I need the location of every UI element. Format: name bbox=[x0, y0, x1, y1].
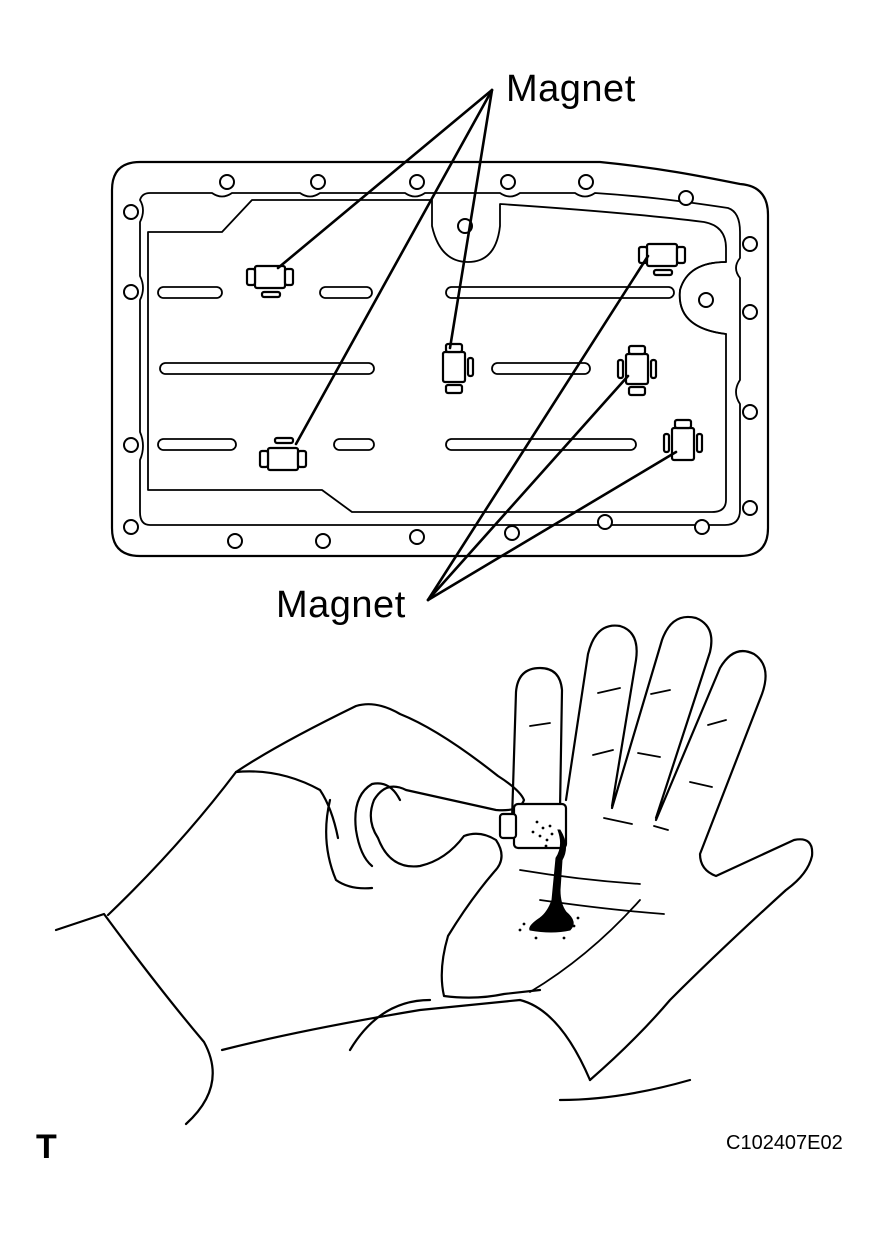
oil-pan-drain-boss bbox=[678, 261, 727, 335]
pan-rib bbox=[445, 286, 675, 299]
magnet-label-top: Magnet bbox=[506, 68, 636, 110]
leader-top-3 bbox=[448, 88, 494, 350]
leader-top-1 bbox=[276, 88, 494, 270]
bolt-hole bbox=[123, 519, 139, 535]
corner-mark: T bbox=[36, 1128, 57, 1166]
pan-rib bbox=[333, 438, 375, 451]
bolt-hole bbox=[227, 533, 243, 549]
leader-top-2 bbox=[294, 88, 494, 446]
bolt-hole bbox=[123, 437, 139, 453]
bolt-hole bbox=[742, 236, 758, 252]
hands-illustration bbox=[54, 615, 814, 1126]
sleeve-left bbox=[54, 912, 214, 1126]
magnet-right-middle bbox=[616, 344, 658, 397]
pan-rib bbox=[159, 362, 375, 375]
pan-rib bbox=[319, 286, 373, 299]
sleeve-cuff bbox=[220, 998, 692, 1102]
magnet-center bbox=[441, 342, 475, 395]
bolt-hole bbox=[742, 500, 758, 516]
oil-pan bbox=[110, 160, 770, 558]
leader-lines bbox=[276, 88, 678, 602]
pan-rib bbox=[445, 438, 637, 451]
holding-hand-fingers bbox=[234, 770, 402, 890]
bolt-hole bbox=[694, 519, 710, 535]
bolt-hole bbox=[315, 533, 331, 549]
bolt-hole bbox=[409, 529, 425, 545]
figure-code: C102407E02 bbox=[726, 1132, 843, 1154]
bolt-hole bbox=[123, 284, 139, 300]
magnet-lower-right bbox=[662, 418, 704, 462]
leader-bottom-2 bbox=[426, 374, 630, 602]
pan-rib bbox=[491, 362, 591, 375]
open-palm bbox=[510, 615, 814, 1082]
palm-crease bbox=[519, 687, 727, 993]
bolt-hole bbox=[310, 174, 326, 190]
bolt-hole bbox=[578, 174, 594, 190]
held-magnet bbox=[498, 802, 568, 850]
pan-rib bbox=[157, 286, 223, 299]
metal-debris bbox=[518, 820, 580, 940]
bolt-hole bbox=[219, 174, 235, 190]
bolt-hole bbox=[678, 190, 694, 206]
bolt-hole bbox=[698, 292, 714, 308]
pan-rib bbox=[157, 438, 237, 451]
oil-pan-floor bbox=[147, 199, 727, 513]
bolt-hole bbox=[123, 204, 139, 220]
magnet-lower-left bbox=[258, 436, 308, 472]
magnet-label-bottom: Magnet bbox=[276, 584, 406, 626]
bolt-hole bbox=[504, 525, 520, 541]
leader-bottom-1 bbox=[426, 254, 650, 602]
holding-hand bbox=[106, 703, 542, 999]
oil-pan-inner-flange bbox=[139, 192, 741, 526]
bolt-hole bbox=[500, 174, 516, 190]
bolt-hole bbox=[742, 404, 758, 420]
magnet-top-left bbox=[245, 264, 295, 299]
bolt-hole bbox=[742, 304, 758, 320]
bolt-hole bbox=[597, 514, 613, 530]
bolt-hole bbox=[409, 174, 425, 190]
leader-bottom-3 bbox=[426, 450, 678, 602]
oil-pan-outer-flange bbox=[110, 160, 770, 558]
